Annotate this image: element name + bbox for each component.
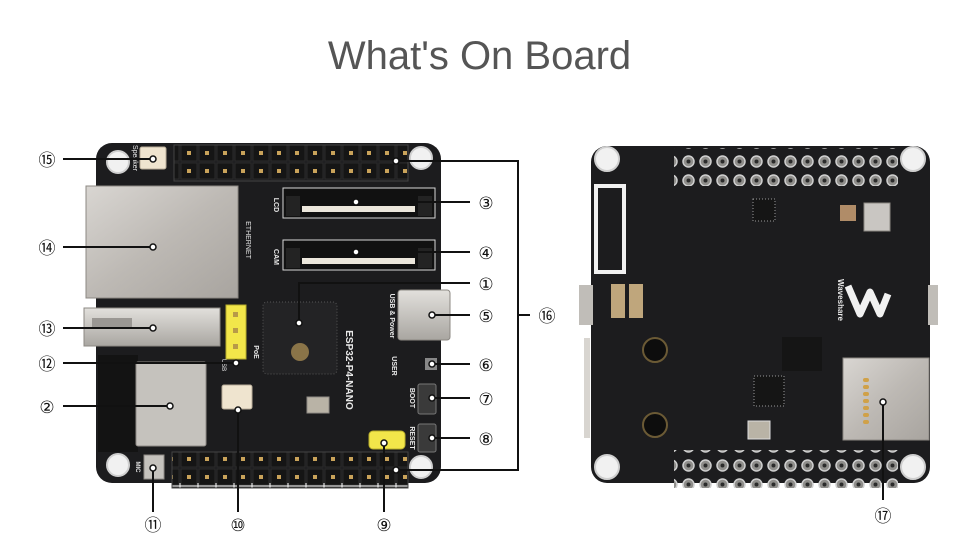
page-title: What's On Board — [327, 34, 632, 78]
rtc-connector — [221, 384, 253, 410]
reset-silk: RESET — [408, 426, 415, 450]
top-pin-pads — [674, 148, 898, 186]
microsd-contacts — [863, 378, 869, 424]
callout-lines — [63, 158, 884, 512]
ethernet-jack — [85, 185, 239, 299]
callout-dots — [149, 155, 887, 474]
callout-4: ④ — [478, 244, 493, 264]
callout-5: ⑤ — [478, 307, 493, 327]
bottom-pin-header — [171, 451, 409, 489]
mounting-hole — [900, 454, 926, 480]
screw-icon — [642, 412, 668, 438]
callout-2: ② — [39, 398, 54, 418]
callout-1: ① — [478, 275, 493, 295]
callout-16: ⑯ — [539, 307, 556, 327]
back-board: Waveshare — [579, 146, 938, 488]
mounting-hole — [409, 455, 433, 479]
mounting-hole — [900, 146, 926, 172]
usb-c-edge — [928, 285, 938, 325]
callout-7: ⑦ — [478, 390, 493, 410]
callout-11: ⑪ — [145, 516, 162, 536]
usb-c-edge — [579, 285, 593, 325]
callout-12: ⑫ — [39, 355, 56, 375]
front-board: Speaker ETHERNET PoE USB MIC LCD — [83, 143, 451, 489]
boot-silk: BOOT — [408, 388, 415, 409]
jumper-header — [368, 430, 406, 450]
model-silk: ESP32-P4-NANO — [343, 330, 354, 410]
crystal — [747, 420, 771, 440]
callout-labels: ⑮ ⑭ ⑬ ⑫ ② ⑪ ⑩ ⑨ ③ ④ ① ⑤ ⑥ ⑦ ⑧ ⑯ ⑰ — [39, 151, 892, 536]
crystal — [306, 396, 330, 414]
ic — [753, 375, 785, 407]
mounting-hole — [106, 150, 130, 174]
ic — [752, 198, 776, 222]
capacitor — [611, 284, 625, 318]
usb-power-silk: USB & Power — [388, 294, 395, 339]
callout-14: ⑭ — [39, 239, 56, 259]
usb-silk: USB — [220, 359, 226, 371]
inductor — [863, 202, 891, 232]
ic — [782, 337, 822, 371]
screw-icon — [642, 337, 668, 363]
mounting-hole — [594, 146, 620, 172]
brand-silk: Waveshare — [836, 279, 845, 322]
lcd-silk: LCD — [272, 198, 279, 212]
top-pin-header — [173, 144, 409, 182]
waveshare-logo-icon — [844, 284, 892, 318]
component — [840, 205, 856, 221]
mounting-hole — [106, 453, 130, 477]
user-silk: USER — [390, 356, 397, 375]
antenna-area — [98, 355, 138, 452]
callout-10: ⑩ — [230, 516, 245, 536]
cam-silk: CAM — [272, 249, 279, 265]
mounting-hole — [409, 146, 433, 170]
capacitor — [629, 284, 643, 318]
callout-9: ⑨ — [376, 516, 391, 536]
usb-a-tongue — [92, 318, 132, 328]
usb-a-edge — [584, 338, 590, 438]
espressif-logo-icon — [291, 343, 309, 361]
mounting-hole — [594, 454, 620, 480]
poe-silk: PoE — [252, 345, 259, 359]
callout-15: ⑮ — [39, 151, 56, 171]
cam-connector — [282, 239, 436, 271]
callout-line-1 — [298, 282, 470, 323]
bottom-pin-pads — [674, 450, 898, 488]
callout-13: ⑬ — [39, 320, 56, 340]
microsd-slot — [842, 357, 930, 441]
callout-17: ⑰ — [875, 507, 892, 527]
callout-8: ⑧ — [478, 430, 493, 450]
callout-6: ⑥ — [478, 356, 493, 376]
callout-3: ③ — [478, 194, 493, 214]
mic-silk: MIC — [134, 462, 140, 474]
ethernet-silk: ETHERNET — [244, 221, 251, 259]
